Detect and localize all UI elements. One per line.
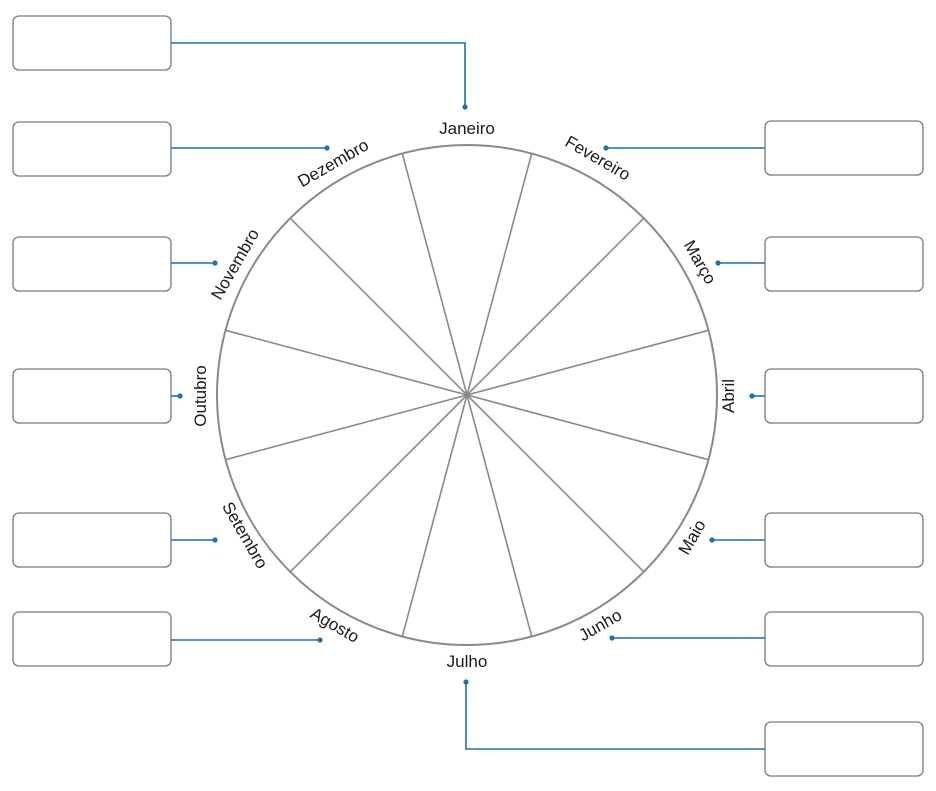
leader-dot-junho (609, 635, 615, 641)
wheel-spoke (225, 329, 468, 396)
answer-box-abril[interactable] (764, 368, 924, 424)
wheel (216, 144, 718, 646)
wheel-spoke (401, 394, 468, 637)
month-label-julho: Julho (447, 652, 488, 671)
leader-dot-dezembro (324, 145, 330, 151)
answer-box-novembro[interactable] (12, 236, 172, 292)
wheel-spoke (466, 217, 645, 396)
answer-box-junho[interactable] (764, 611, 924, 667)
wheel-spoke (401, 153, 468, 396)
month-label-outubro: Outubro (191, 365, 210, 426)
answer-box-julho[interactable] (764, 721, 924, 777)
leader-dot-agosto (317, 637, 323, 643)
wheel-spoke (466, 394, 533, 637)
wheel-spoke (466, 394, 645, 573)
month-label-janeiro: Janeiro (439, 119, 495, 138)
leader-dot-julho (463, 679, 469, 685)
wheel-spoke (289, 217, 468, 396)
leader-lines (171, 42, 765, 750)
answer-box-outubro[interactable] (12, 368, 172, 424)
answer-box-dezembro[interactable] (12, 121, 172, 177)
answer-box-marco[interactable] (764, 236, 924, 292)
answer-boxes-right (764, 120, 924, 777)
leader-dot-maio (709, 537, 715, 543)
leader-dot-outubro (177, 393, 183, 399)
leader-dot-setembro (212, 537, 218, 543)
leader-dot-novembro (212, 260, 218, 266)
answer-box-fevereiro[interactable] (764, 120, 924, 176)
leader-line-julho (465, 682, 765, 750)
answer-boxes-left (12, 15, 172, 667)
leader-dot-janeiro (462, 104, 468, 110)
leader-dot-abril (749, 393, 755, 399)
answer-box-maio[interactable] (764, 512, 924, 568)
answer-box-setembro[interactable] (12, 512, 172, 568)
wheel-spoke (466, 329, 709, 396)
leader-dot-marco (715, 260, 721, 266)
leader-dot-fevereiro (603, 145, 609, 151)
month-label-abril: Abril (719, 379, 738, 413)
leader-line-janeiro (171, 42, 466, 107)
answer-box-janeiro[interactable] (12, 15, 172, 71)
wheel-spoke (289, 394, 468, 573)
wheel-spoke (225, 394, 468, 461)
wheel-spoke (466, 394, 709, 461)
wheel-spoke (466, 153, 533, 396)
wheel-spokes (225, 153, 709, 637)
answer-box-agosto[interactable] (12, 611, 172, 667)
